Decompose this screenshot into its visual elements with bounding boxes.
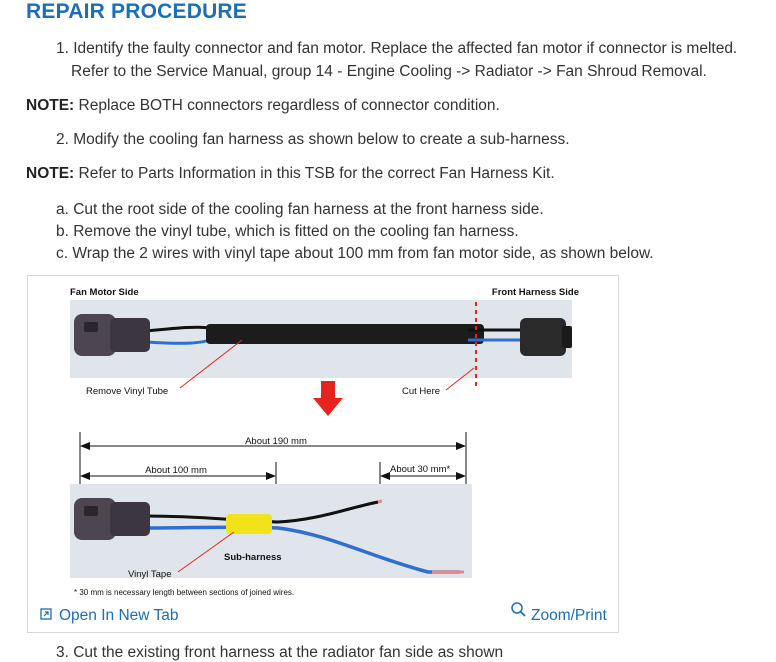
front-harness-connector: [520, 318, 566, 356]
dim-100-arrow-right: [266, 472, 276, 480]
step-2b: b. Remove the vinyl tube, which is fitte…: [56, 223, 519, 240]
note-1-text: Replace BOTH connectors regardless of co…: [74, 97, 500, 114]
zoom-icon-handle: [520, 611, 526, 617]
harness-illustration: Fan Motor Side Front Harness Side Remove…: [40, 287, 607, 624]
about-100-label: About 100 mm: [145, 465, 207, 476]
fan-motor-connector-body: [110, 318, 150, 352]
sub-wire-blue: [145, 525, 460, 574]
front-harness-connector-tip: [562, 326, 572, 348]
open-new-tab-icon-arrow: [43, 611, 49, 617]
step-1-line-2: Refer to the Service Manual, group 14 - …: [71, 63, 707, 80]
harness-figure: Fan Motor Side Front Harness Side Remove…: [27, 275, 619, 633]
dim-30-arrow-right: [456, 472, 466, 480]
cut-here-label: Cut Here: [402, 386, 440, 397]
note-1-label: NOTE:: [26, 97, 75, 114]
zoom-print-label: Zoom/Print: [531, 607, 607, 624]
vinyl-tape-wrap: [226, 514, 272, 534]
sub-connector: [74, 498, 116, 540]
note-2-text: Refer to Parts Information in this TSB f…: [74, 165, 555, 182]
open-new-tab-icon: [40, 608, 52, 620]
zoom-icon: [511, 602, 523, 614]
connector-latch: [84, 322, 98, 332]
step-3: 3. Cut the existing front harness at the…: [56, 644, 504, 661]
dim-190-arrow-right: [456, 442, 466, 450]
dim-100-arrow-left: [80, 472, 90, 480]
open-new-tab-label: Open In New Tab: [59, 607, 178, 624]
sub-wire-black-end: [377, 499, 383, 504]
sub-wire-black: [145, 500, 379, 524]
step-2: 2. Modify the cooling fan harness as sho…: [56, 131, 570, 148]
fan-motor-side-label: Fan Motor Side: [70, 287, 139, 298]
sub-connector-body: [110, 502, 150, 536]
section-heading: REPAIR PROCEDURE: [26, 0, 248, 23]
step-2a: a. Cut the root side of the cooling fan …: [56, 201, 544, 218]
note-1: NOTE: Replace BOTH connectors regardless…: [26, 97, 500, 115]
remove-vinyl-tube-label: Remove Vinyl Tube: [86, 386, 168, 397]
leader-vinyl-tape: [177, 531, 235, 573]
vinyl-tape-label: Vinyl Tape: [128, 569, 172, 580]
front-harness-side-label: Front Harness Side: [492, 287, 579, 298]
down-arrow-icon: [313, 381, 343, 416]
zoom-print-link[interactable]: Zoom/Print: [511, 602, 607, 624]
dim-30-arrow-left: [380, 472, 390, 480]
sub-harness-label: Sub-harness: [224, 552, 282, 563]
step-2c: c. Wrap the 2 wires with vinyl tape abou…: [56, 245, 654, 262]
leader-remove-tube: [179, 339, 243, 389]
note-2: NOTE: Refer to Parts Information in this…: [26, 165, 555, 183]
dim-190-arrow-left: [80, 442, 90, 450]
leader-cut-here: [445, 367, 475, 391]
about-30-label: About 30 mm*: [390, 464, 450, 475]
about-190-label: About 190 mm: [245, 436, 307, 447]
vinyl-tube: [206, 324, 484, 344]
note-2-label: NOTE:: [26, 165, 75, 182]
sub-connector-latch: [84, 506, 98, 516]
open-new-tab-link[interactable]: Open In New Tab: [40, 607, 178, 624]
fan-motor-connector: [74, 314, 116, 356]
step-1-line-1: 1. Identify the faulty connector and fan…: [56, 40, 738, 57]
figure-footnote: * 30 mm is necessary length between sect…: [74, 588, 294, 597]
